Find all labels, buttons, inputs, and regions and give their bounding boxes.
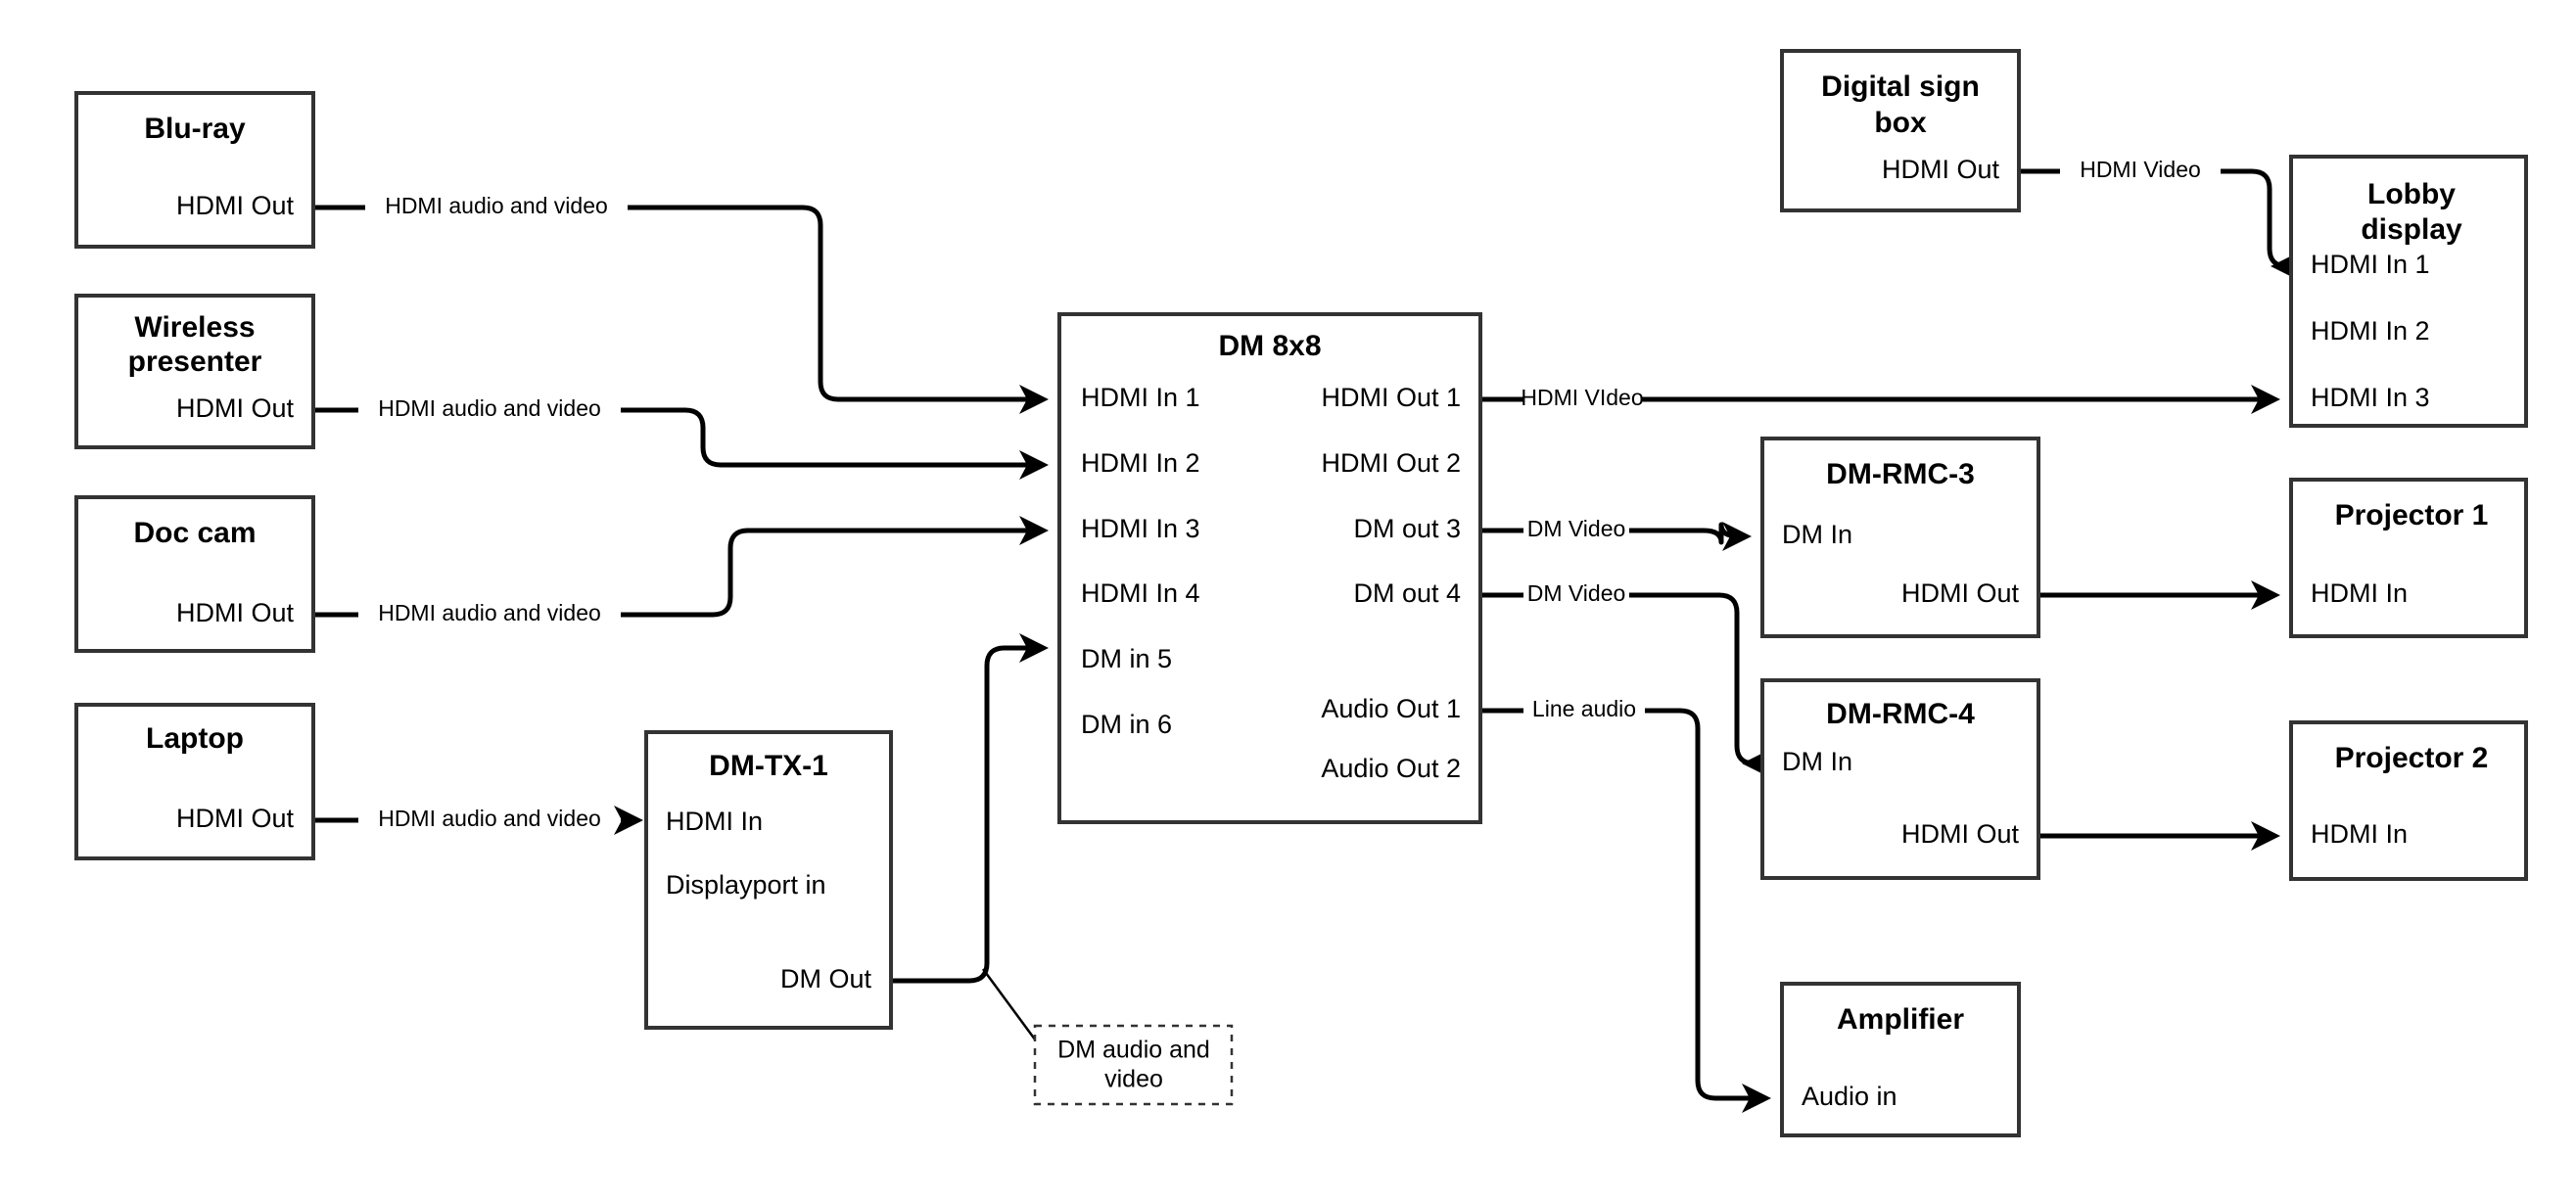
lobby-display-title-line2: display bbox=[2361, 213, 2462, 246]
node-bluray[interactable]: Blu-ray HDMI Out bbox=[74, 91, 315, 249]
link-dm8x8-out4-to-rmc4 bbox=[1480, 592, 1755, 763]
connections-layer bbox=[313, 168, 2287, 1098]
projector-2-box[interactable] bbox=[2289, 720, 2528, 881]
dm-8x8-input-hdmi-in-4: HDMI In 4 bbox=[1081, 578, 1200, 608]
dm-8x8-output-hdmi-out-1: HDMI Out 1 bbox=[1321, 383, 1461, 412]
lobby-display-port-hdmi-in-2: HDMI In 2 bbox=[2311, 316, 2430, 346]
edge-label-wireless: HDMI audio and video bbox=[378, 395, 601, 421]
wireless-presenter-box[interactable] bbox=[74, 294, 315, 449]
edge-label-dm-out4: DM Video bbox=[1527, 580, 1626, 606]
node-lobby-display[interactable]: Lobby display HDMI In 1 HDMI In 2 HDMI I… bbox=[2289, 155, 2528, 428]
dm-8x8-output-audio-out-2: Audio Out 2 bbox=[1321, 754, 1461, 783]
dm-rmc-3-title: DM-RMC-3 bbox=[1826, 458, 1975, 490]
dm-8x8-input-dm-in-5: DM in 5 bbox=[1081, 644, 1172, 673]
node-doc-cam[interactable]: Doc cam HDMI Out bbox=[74, 495, 315, 653]
projector-1-title: Projector 1 bbox=[2335, 499, 2489, 531]
dm-8x8-output-audio-out-1: Audio Out 1 bbox=[1321, 694, 1461, 723]
node-dm-rmc-3[interactable]: DM-RMC-3 DM In HDMI Out bbox=[1760, 437, 2040, 638]
node-digital-sign-box[interactable]: Digital sign box HDMI Out bbox=[1780, 49, 2021, 212]
dm-rmc-4-box[interactable] bbox=[1760, 678, 2040, 880]
callout-label-line2: video bbox=[1104, 1066, 1163, 1093]
laptop-box[interactable] bbox=[74, 703, 315, 860]
projector-1-port-hdmi-in: HDMI In bbox=[2311, 578, 2408, 608]
doc-cam-box[interactable] bbox=[74, 495, 315, 653]
dm-rmc-3-port-dm-in: DM In bbox=[1782, 520, 1852, 549]
lobby-display-port-hdmi-in-3: HDMI In 3 bbox=[2311, 383, 2430, 412]
digital-sign-title-line1: Digital sign bbox=[1821, 70, 1980, 103]
link-bluray-to-dm8x8 bbox=[313, 205, 1044, 399]
callout-dm-audio-and-video: DM audio and video bbox=[1033, 1024, 1234, 1106]
dm-tx-1-port-hdmi-in: HDMI In bbox=[666, 807, 763, 836]
dm-tx-1-port-displayport-in: Displayport in bbox=[666, 870, 826, 900]
dm-rmc-4-port-dm-in: DM In bbox=[1782, 747, 1852, 776]
callout-box bbox=[1033, 1024, 1234, 1106]
dm-8x8-title: DM 8x8 bbox=[1218, 330, 1321, 362]
node-laptop[interactable]: Laptop HDMI Out bbox=[74, 703, 315, 860]
link-wireless-to-dm8x8 bbox=[313, 407, 1044, 465]
lobby-display-port-hdmi-in-1: HDMI In 1 bbox=[2311, 250, 2430, 279]
bluray-port-hdmi-out: HDMI Out bbox=[176, 191, 295, 220]
edge-label-doccam: HDMI audio and video bbox=[378, 600, 601, 625]
edge-label-audio-out1: Line audio bbox=[1532, 696, 1636, 721]
link-dm8x8-audio1-to-amplifier bbox=[1480, 708, 1766, 1098]
amplifier-port-audio-in: Audio in bbox=[1802, 1082, 1897, 1111]
dm-tx-1-title: DM-TX-1 bbox=[709, 750, 828, 782]
node-dm-8x8[interactable]: DM 8x8 HDMI In 1 HDMI In 2 HDMI In 3 HDM… bbox=[1057, 312, 1482, 824]
dm-rmc-4-title: DM-RMC-4 bbox=[1826, 698, 1975, 730]
digital-sign-title-line2: box bbox=[1874, 107, 1927, 139]
wireless-presenter-title-line1: Wireless bbox=[134, 311, 255, 344]
dm-rmc-3-box[interactable] bbox=[1760, 437, 2040, 638]
edge-label-bluray: HDMI audio and video bbox=[385, 193, 608, 218]
doc-cam-title: Doc cam bbox=[133, 517, 256, 549]
amplifier-title: Amplifier bbox=[1837, 1003, 1964, 1036]
projector-2-port-hdmi-in: HDMI In bbox=[2311, 819, 2408, 849]
bluray-box[interactable] bbox=[74, 91, 315, 249]
dm-tx-1-port-dm-out: DM Out bbox=[780, 964, 872, 993]
laptop-title: Laptop bbox=[146, 722, 244, 755]
projector-1-box[interactable] bbox=[2289, 478, 2528, 638]
digital-sign-port-hdmi-out: HDMI Out bbox=[1882, 155, 2000, 184]
digital-sign-box[interactable] bbox=[1780, 49, 2021, 212]
dm-8x8-box[interactable] bbox=[1057, 312, 1482, 824]
dm-8x8-input-hdmi-in-3: HDMI In 3 bbox=[1081, 514, 1200, 543]
edge-label-laptop: HDMI audio and video bbox=[378, 806, 601, 831]
dm-rmc-3-port-hdmi-out: HDMI Out bbox=[1901, 578, 2020, 608]
callout-label-line1: DM audio and bbox=[1057, 1037, 1210, 1064]
node-dm-tx-1[interactable]: DM-TX-1 HDMI In Displayport in DM Out bbox=[644, 730, 893, 1030]
wireless-presenter-title-line2: presenter bbox=[128, 346, 262, 378]
link-digitalsign-to-lobby bbox=[2019, 168, 2287, 266]
dm-8x8-output-dm-out-4: DM out 4 bbox=[1353, 578, 1461, 608]
edge-label-dm-out1: HDMI VIdeo bbox=[1521, 385, 1643, 410]
node-wireless-presenter[interactable]: Wireless presenter HDMI Out bbox=[74, 294, 315, 449]
wireless-presenter-port-hdmi-out: HDMI Out bbox=[176, 393, 295, 423]
amplifier-box[interactable] bbox=[1780, 982, 2021, 1137]
lobby-display-box[interactable] bbox=[2289, 155, 2528, 428]
dm-tx-1-box[interactable] bbox=[644, 730, 893, 1030]
callout-leader-line bbox=[981, 968, 1040, 1044]
node-dm-rmc-4[interactable]: DM-RMC-4 DM In HDMI Out bbox=[1760, 678, 2040, 880]
projector-2-title: Projector 2 bbox=[2335, 742, 2489, 774]
node-projector-2[interactable]: Projector 2 HDMI In bbox=[2289, 720, 2528, 881]
edge-labels-layer: HDMI audio and video HDMI audio and vide… bbox=[378, 157, 2201, 831]
dm-8x8-input-hdmi-in-1: HDMI In 1 bbox=[1081, 383, 1200, 412]
doc-cam-port-hdmi-out: HDMI Out bbox=[176, 598, 295, 627]
lobby-display-title-line1: Lobby bbox=[2367, 178, 2456, 210]
edge-label-dm-out3: DM Video bbox=[1527, 516, 1626, 541]
edge-label-digitalsign: HDMI Video bbox=[2080, 157, 2201, 182]
dm-8x8-input-dm-in-6: DM in 6 bbox=[1081, 710, 1172, 739]
link-dmtx1-to-dm8x8 bbox=[891, 633, 1049, 984]
bluray-title: Blu-ray bbox=[144, 113, 246, 145]
laptop-port-hdmi-out: HDMI Out bbox=[176, 804, 295, 833]
link-doccam-to-dm8x8 bbox=[313, 531, 1044, 618]
node-amplifier[interactable]: Amplifier Audio in bbox=[1780, 982, 2021, 1137]
dm-8x8-output-dm-out-3: DM out 3 bbox=[1353, 514, 1461, 543]
node-projector-1[interactable]: Projector 1 HDMI In bbox=[2289, 478, 2528, 638]
dm-8x8-input-hdmi-in-2: HDMI In 2 bbox=[1081, 448, 1200, 478]
dm-rmc-4-port-hdmi-out: HDMI Out bbox=[1901, 819, 2020, 849]
dm-8x8-output-hdmi-out-2: HDMI Out 2 bbox=[1321, 448, 1461, 478]
link-dm8x8-out3-to-rmc3 bbox=[1480, 525, 1747, 542]
